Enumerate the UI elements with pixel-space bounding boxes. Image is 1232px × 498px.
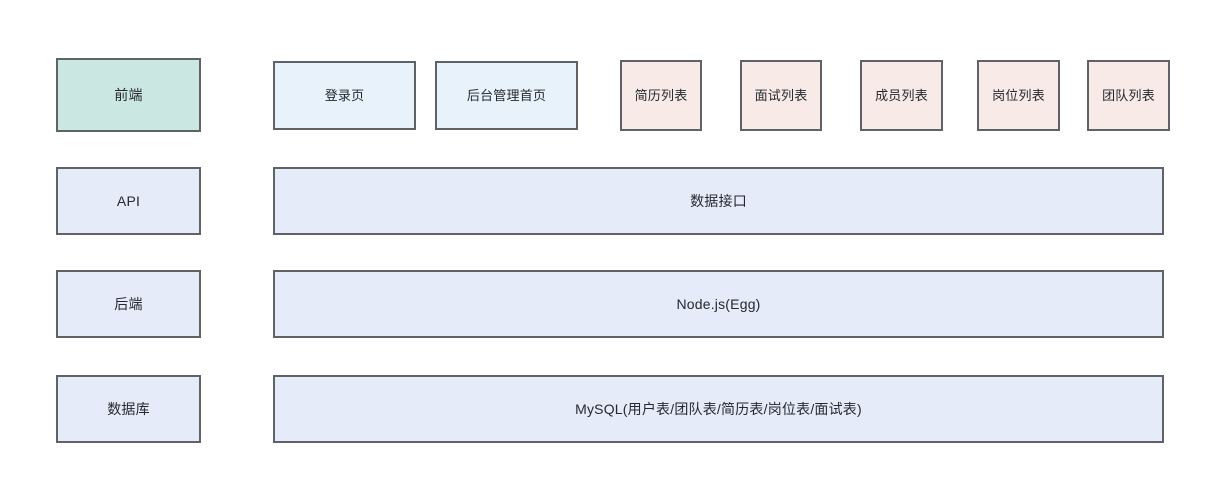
node-interview-list[interactable]: 面试列表 <box>740 60 822 131</box>
bar-backend-nodejs-egg[interactable]: Node.js(Egg) <box>273 270 1164 338</box>
node-position-list[interactable]: 岗位列表 <box>977 60 1060 131</box>
layer-label-database[interactable]: 数据库 <box>56 375 201 443</box>
layer-label-api[interactable]: API <box>56 167 201 235</box>
node-member-list[interactable]: 成员列表 <box>860 60 943 131</box>
node-admin-home[interactable]: 后台管理首页 <box>435 61 578 130</box>
bar-api-data-interface[interactable]: 数据接口 <box>273 167 1164 235</box>
layer-label-backend[interactable]: 后端 <box>56 270 201 338</box>
node-resume-list[interactable]: 简历列表 <box>620 60 702 131</box>
node-team-list[interactable]: 团队列表 <box>1087 60 1170 131</box>
layer-label-frontend[interactable]: 前端 <box>56 58 201 132</box>
bar-database-mysql-tables[interactable]: MySQL(用户表/团队表/简历表/岗位表/面试表) <box>273 375 1164 443</box>
node-login-page[interactable]: 登录页 <box>273 61 416 130</box>
